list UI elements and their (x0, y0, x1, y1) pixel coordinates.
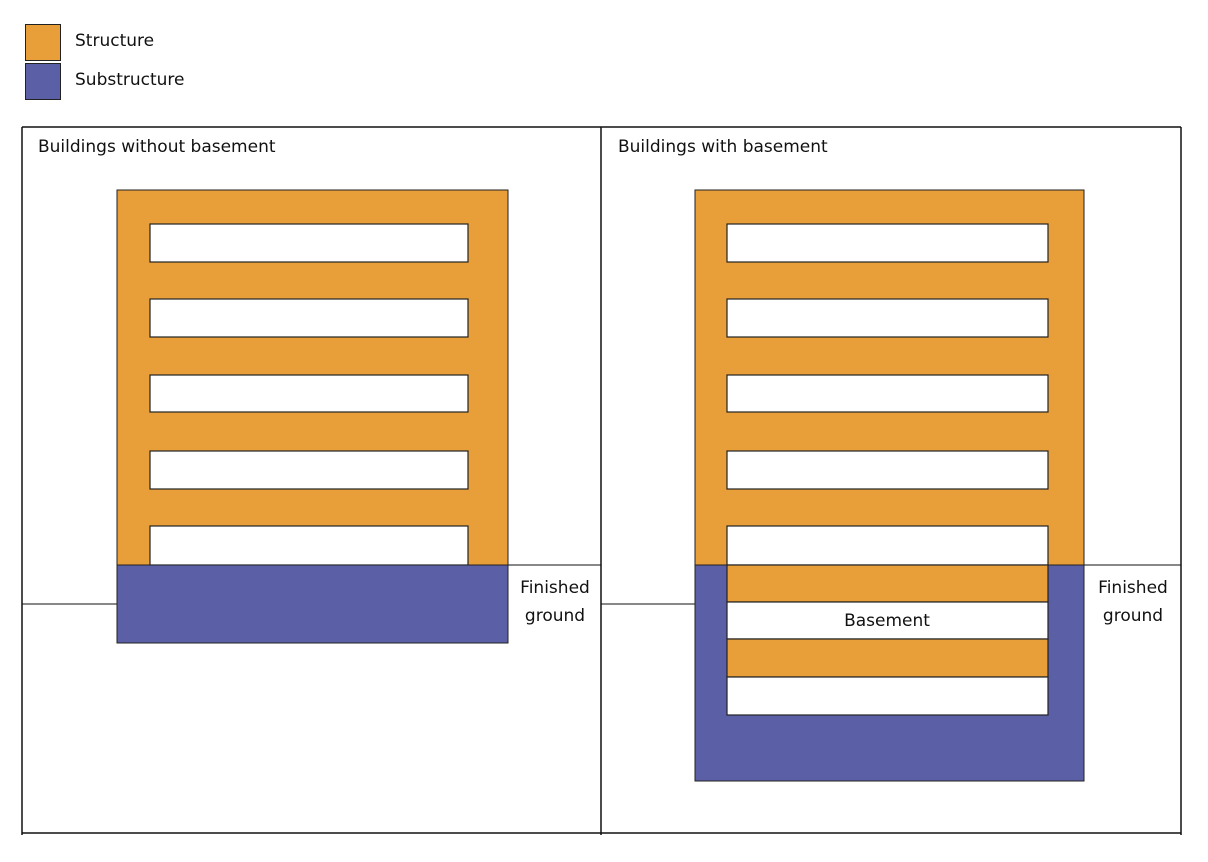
basement-slab-1 (726, 564, 1049, 603)
left-ground-label-line2: ground (525, 606, 585, 626)
right-ground-label-line1: Finished (1098, 578, 1168, 598)
structure-swatch (25, 24, 61, 61)
left-ground-label-line1: Finished (520, 578, 590, 598)
basement-floor-1 (726, 601, 1049, 640)
right-ground-label-line2: ground (1103, 606, 1163, 626)
left-floor-5 (149, 525, 469, 566)
left-floor-2 (149, 298, 469, 338)
left-floor-1 (149, 223, 469, 263)
panel-frame (21, 126, 1182, 835)
right-floor-2 (726, 298, 1049, 338)
basement-slab-2 (726, 638, 1049, 678)
left-building (116, 189, 509, 644)
substructure-swatch (25, 63, 61, 100)
left-floor-4 (149, 450, 469, 490)
ground-lines (22, 564, 1181, 605)
basement-floor-2 (726, 676, 1049, 716)
left-panel-title: Buildings without basement (38, 137, 276, 157)
basement-label: Basement (844, 611, 930, 631)
right-floor-4 (726, 450, 1049, 490)
right-floor-5 (726, 525, 1049, 566)
legend-label-substructure: Substructure (75, 70, 185, 90)
right-floor-3 (726, 374, 1049, 413)
right-building (694, 189, 1085, 782)
legend-label-structure: Structure (75, 31, 155, 51)
right-panel-title: Buildings with basement (618, 137, 828, 157)
left-substructure-block (116, 564, 509, 644)
left-floor-3 (149, 374, 469, 413)
right-floor-1 (726, 223, 1049, 263)
